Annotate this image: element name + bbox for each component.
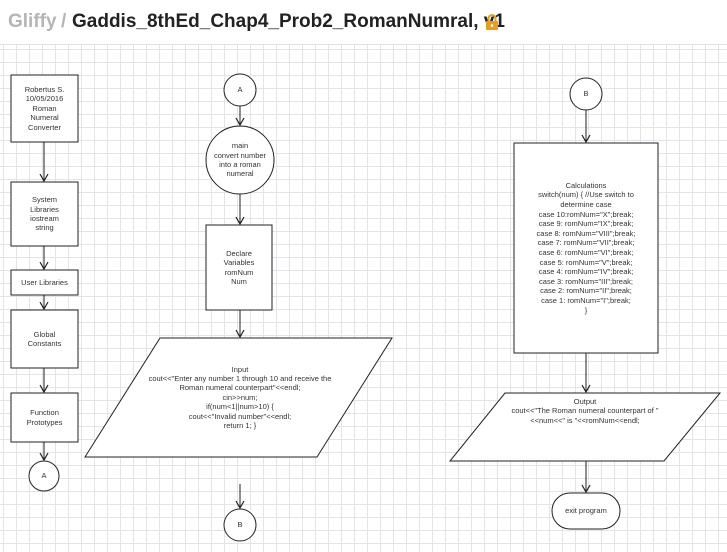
breadcrumb-separator: / <box>61 11 67 32</box>
text-line: cout<<"Enter any number 1 through 10 and… <box>148 373 332 383</box>
text-line: case 7: romNum="VII";break; <box>537 238 635 248</box>
text-line: Calculations <box>565 180 607 190</box>
app-header: Gliffy / Gaddis_8thEd_Chap4_Prob2_RomanN… <box>0 0 727 44</box>
text-line: case 4: romNum="IV";break; <box>538 267 634 277</box>
declare-variables-box[interactable] <box>205 224 273 311</box>
connector-a-left-label: A <box>41 471 47 481</box>
text-line: Input <box>231 364 249 374</box>
text-line: case 6: romNum="VI";break; <box>538 248 634 257</box>
lock-icon <box>486 14 498 30</box>
input-parallelogram[interactable] <box>84 337 393 458</box>
text-line: Robertus S. <box>24 84 65 94</box>
text-line: 10/05/2016 <box>25 94 64 104</box>
text-line: Output <box>573 397 597 406</box>
text-line: romNum <box>224 267 254 277</box>
text-line: if(num<1||num>10) { <box>206 402 274 412</box>
text-line: Variables <box>223 258 255 268</box>
calculations-box[interactable] <box>513 142 659 354</box>
text-line: convert number <box>213 150 267 160</box>
text-line: case 8: romNum="VIII";break; <box>536 228 636 238</box>
text-line: Libraries <box>30 204 59 214</box>
text-line: <<num<<" is "<<romNum<<endl; <box>530 415 640 425</box>
connector-b-top-label: B <box>583 89 589 99</box>
text-line: Num <box>231 276 247 286</box>
system-libraries-box[interactable] <box>10 181 79 247</box>
text-line: } <box>584 305 588 315</box>
text-line: Numeral <box>30 113 59 123</box>
text-line: numeral <box>226 169 254 179</box>
text-line: determine case <box>560 200 612 210</box>
text-line: User Libraries <box>21 277 68 287</box>
output-parallelogram[interactable] <box>448 392 722 462</box>
text-line: Prototypes <box>26 417 63 427</box>
text-line: System <box>31 195 57 205</box>
text-line: case 9: romNum="IX";break; <box>538 219 634 229</box>
text-line: string <box>35 223 54 233</box>
text-line: Roman <box>32 103 57 113</box>
text-line: cin>>num; <box>222 392 258 402</box>
exit-program-text: exit program <box>565 506 607 516</box>
connector-a-top-label: A <box>237 85 243 95</box>
text-line: switch(num) { //Use switch to <box>538 190 634 200</box>
gliffy-logo[interactable]: Gliffy <box>8 11 57 32</box>
global-constants-box[interactable] <box>10 309 79 369</box>
text-line: Function <box>30 408 59 418</box>
document-title: Gaddis_8thEd_Chap4_Prob2_RomanNumral, v1 <box>72 11 505 32</box>
text-line: iostream <box>30 214 59 223</box>
text-line: cout<<"The Roman numeral counterpart of … <box>511 406 659 416</box>
text-line: case 3: romNum="III";break; <box>539 276 633 286</box>
text-line: Constants <box>27 339 62 348</box>
text-line: return 1; } <box>223 421 257 431</box>
text-line: case 5: romNum="V";break; <box>539 257 633 267</box>
text-line: Global <box>33 329 56 339</box>
text-line: case 10:romNum="X";break; <box>538 209 634 219</box>
text-line: main <box>231 141 249 151</box>
text-line: case 2: romNum="II";break; <box>540 286 632 296</box>
text-line: Roman numeral counterpart"<<endl; <box>179 383 301 393</box>
connector-b-bottom-label: B <box>237 520 243 530</box>
text-line: cout<<"Invalid number"<<endl; <box>188 411 292 421</box>
text-line: case 1: romNum="I";break; <box>541 295 631 305</box>
text-line: into a roman <box>219 160 261 169</box>
text-line: Converter <box>28 122 61 132</box>
user-libraries-text: User Libraries <box>11 270 78 295</box>
text-line: Declare <box>226 248 252 258</box>
